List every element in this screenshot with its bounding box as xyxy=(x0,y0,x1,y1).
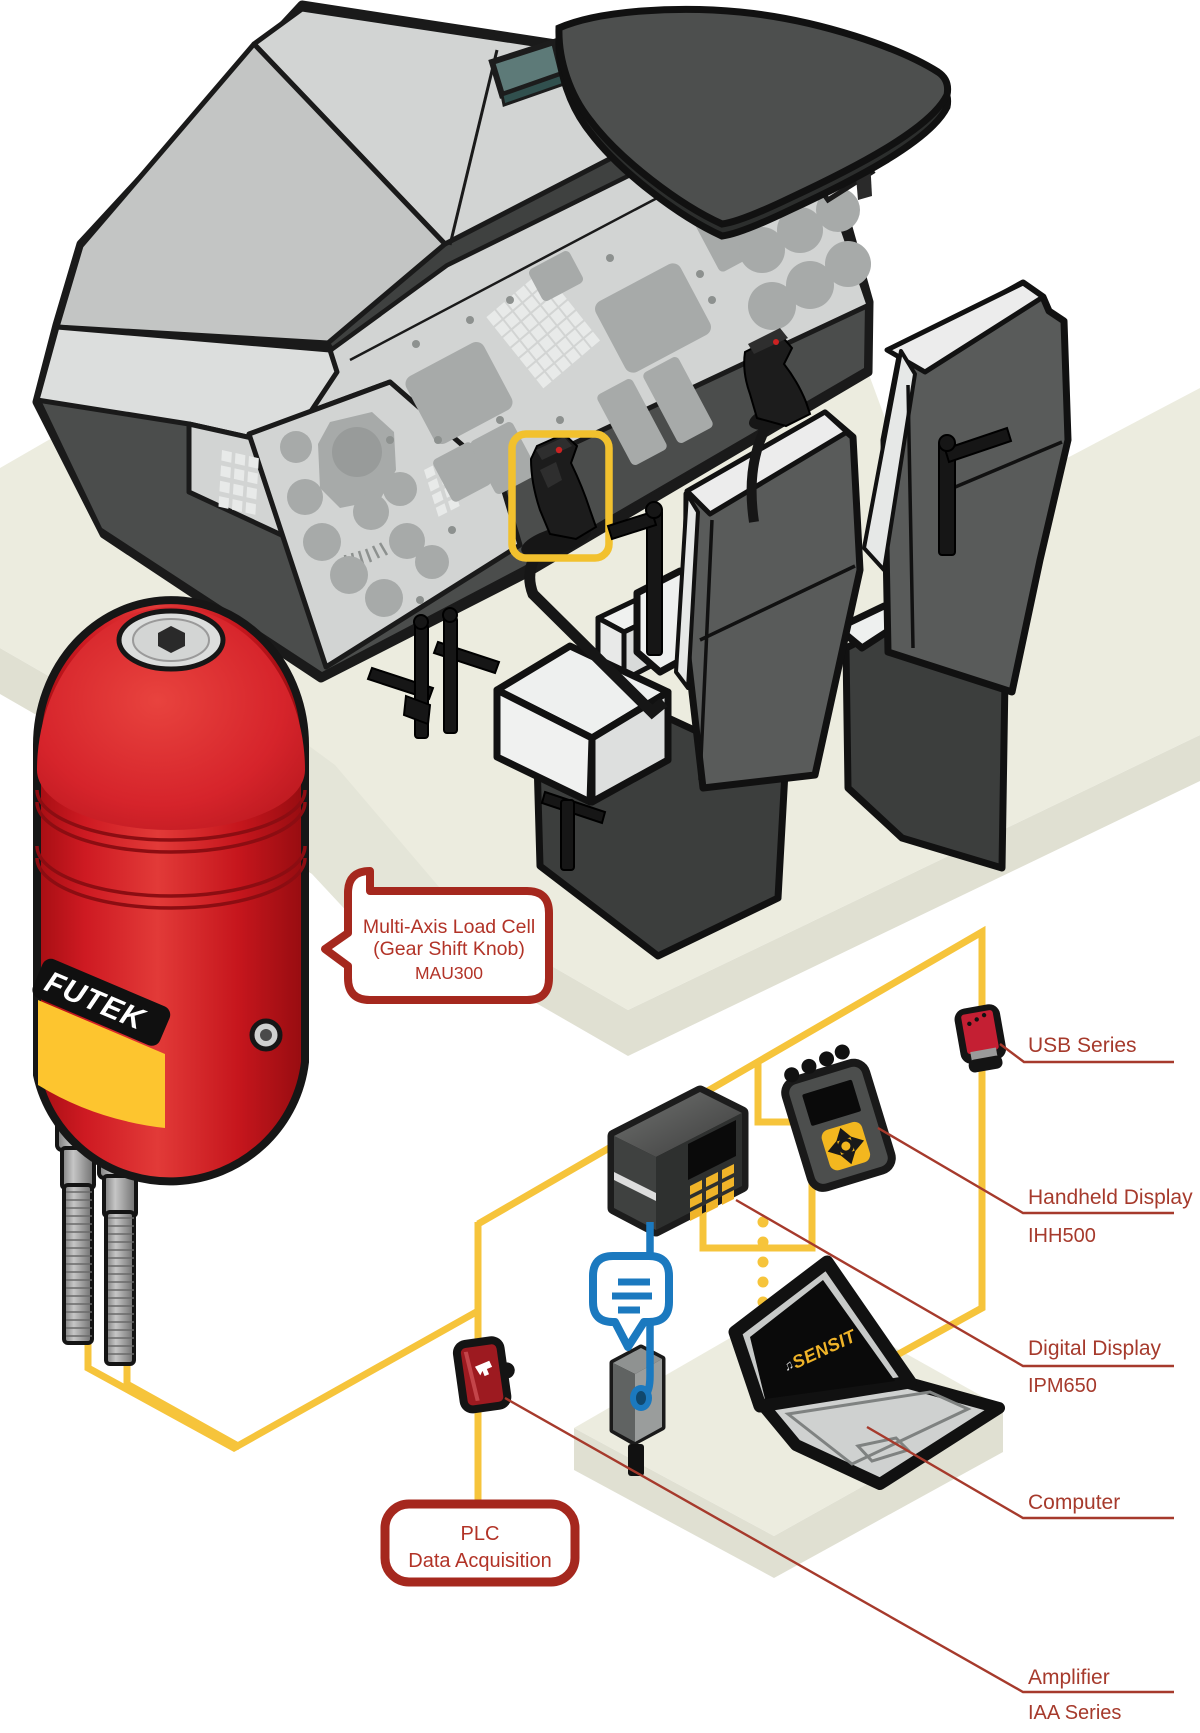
svg-text:Multi-Axis Load Cell: Multi-Axis Load Cell xyxy=(363,916,535,938)
svg-text:Data Acquisition: Data Acquisition xyxy=(408,1550,551,1572)
svg-text:Computer: Computer xyxy=(1028,1491,1120,1514)
svg-text:IHH500: IHH500 xyxy=(1028,1225,1096,1247)
svg-text:Digital Display: Digital Display xyxy=(1028,1337,1162,1360)
svg-text:PLC: PLC xyxy=(461,1523,500,1545)
svg-text:USB Series: USB Series xyxy=(1028,1034,1137,1057)
svg-text:(Gear Shift Knob): (Gear Shift Knob) xyxy=(373,938,525,960)
svg-text:IAA Series: IAA Series xyxy=(1028,1702,1121,1724)
svg-text:IPM650: IPM650 xyxy=(1028,1375,1097,1397)
svg-text:MAU300: MAU300 xyxy=(415,963,483,983)
svg-text:Handheld Display: Handheld Display xyxy=(1028,1186,1193,1209)
svg-text:Amplifier: Amplifier xyxy=(1028,1666,1110,1689)
